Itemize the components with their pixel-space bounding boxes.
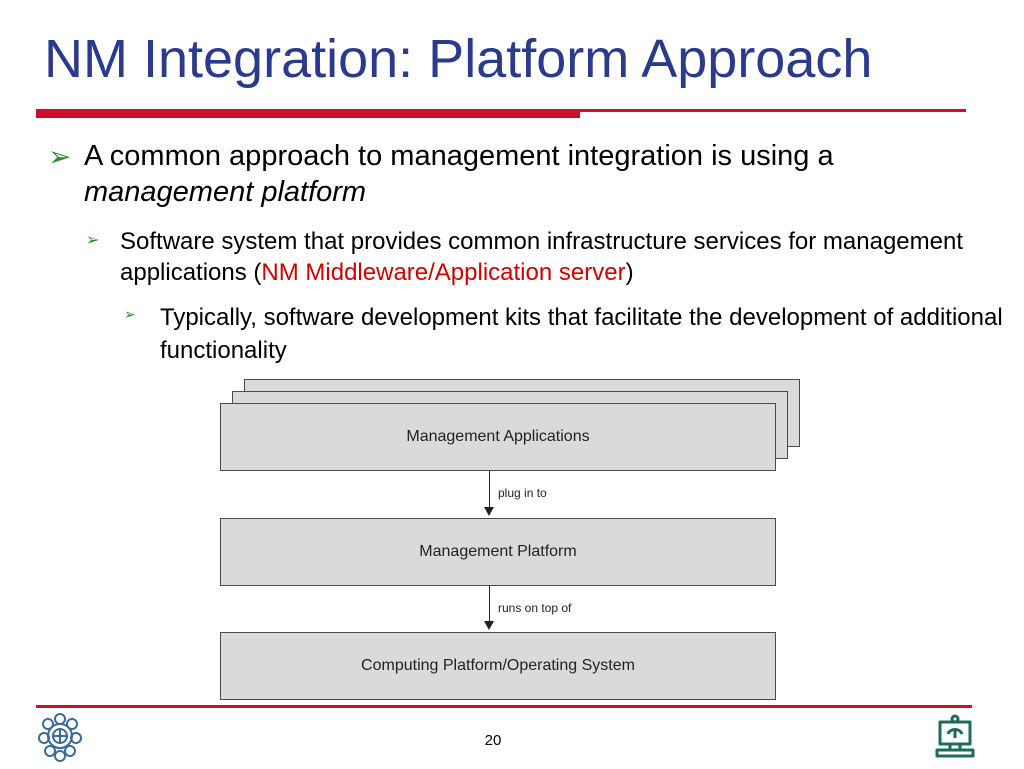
bullet-level-2-highlight: NM Middleware/Application server	[261, 259, 626, 286]
title-underline-accent	[36, 109, 580, 118]
arrow-down-icon	[484, 507, 494, 516]
plug-in-label: plug in to	[498, 486, 547, 500]
footer-rule	[36, 705, 972, 708]
slide-title: NM Integration: Platform Approach	[44, 29, 873, 89]
bullet-level-3-text: Typically, software development kits tha…	[160, 304, 1003, 364]
management-platform-label: Management Platform	[419, 543, 577, 560]
runs-on-connector	[489, 586, 490, 622]
management-applications-box: Management Applications	[220, 403, 776, 471]
computer-workstation-icon	[932, 714, 978, 762]
computing-platform-label: Computing Platform/Operating System	[361, 657, 635, 674]
bullet-level-1-text: A common approach to management integrat…	[84, 140, 834, 172]
bullet-level-1-emphasis: management platform	[84, 176, 367, 208]
bullet-arrow-icon: ➢	[48, 141, 72, 172]
plug-in-connector	[489, 471, 490, 508]
university-seal-icon	[34, 712, 86, 764]
bullet-level-2-text: Software system that provides common inf…	[120, 228, 963, 286]
bullet-level-3: Typically, software development kits tha…	[160, 301, 1010, 367]
bullet-arrow-icon: ➢	[86, 232, 100, 249]
computing-platform-box: Computing Platform/Operating System	[220, 632, 776, 700]
bullet-arrow-icon: ➢	[124, 306, 136, 322]
management-applications-label: Management Applications	[406, 428, 590, 445]
management-platform-box: Management Platform	[220, 518, 776, 586]
bullet-level-1: A common approach to management integrat…	[84, 138, 984, 210]
runs-on-label: runs on top of	[498, 601, 572, 615]
page-number: 20	[484, 732, 502, 749]
bullet-level-2-suffix: )	[625, 259, 634, 286]
bullet-level-2: Software system that provides common inf…	[120, 226, 980, 288]
arrow-down-icon	[484, 621, 494, 630]
